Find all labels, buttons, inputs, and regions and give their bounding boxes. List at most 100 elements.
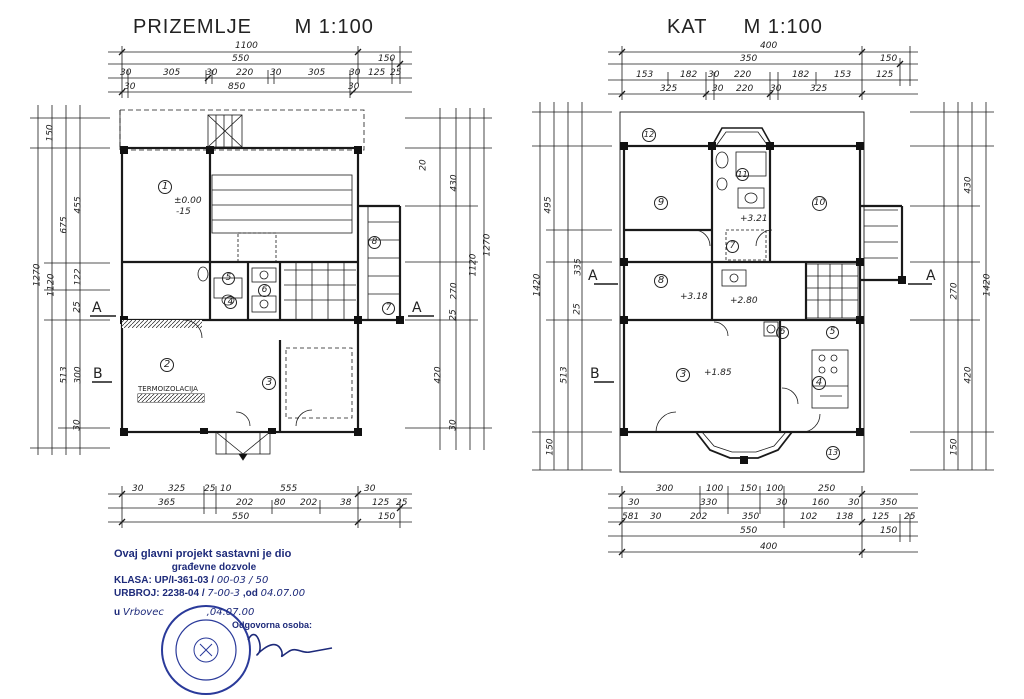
right-dim-bot-100a: 100 (706, 484, 724, 494)
right-dim-bot-400: 400 (760, 542, 778, 552)
left-rdim-430: 430 (449, 174, 460, 192)
stamp-klasa-value: 00-03 / 50 (216, 575, 269, 586)
left-dim-bot-25b: 25 (396, 498, 408, 508)
stamp-person-label: Odgovorna osoba: (232, 620, 313, 630)
left-rdim-1120: 1120 (468, 253, 479, 277)
left-dim-side-1120: 1120 (46, 273, 57, 297)
right-dim-bot-138: 138 (836, 512, 854, 522)
right-dim-bot-160: 160 (812, 498, 830, 508)
signature (247, 633, 333, 658)
right-dim-top-30c: 30 (770, 84, 782, 94)
right-room-6: 6 (776, 326, 789, 339)
right-rdim-430: 430 (963, 176, 974, 194)
right-plan-scale: M 1:100 (743, 16, 823, 38)
right-dim-bot-350b: 350 (742, 512, 760, 522)
right-dim-top-30a: 30 (708, 70, 720, 80)
left-entrance-stairs (207, 114, 353, 263)
right-level-321: +3.21 (740, 214, 768, 224)
stamp-klasa: KLASA: UP/I-361-03 / 00-03 / 50 (114, 574, 334, 587)
left-dim-bot-80: 80 (274, 498, 286, 508)
right-dim-top-220b: 220 (736, 84, 754, 94)
left-rdim-1270: 1270 (482, 233, 493, 257)
right-room-8: 8 (654, 274, 668, 288)
right-dim-bot-30c: 30 (848, 498, 860, 508)
right-room-10: 10 (812, 196, 827, 211)
right-dim-top-153b: 153 (834, 70, 852, 80)
left-termoizolacija: TERMOIZOLACIJA (138, 385, 198, 393)
right-dim-top-220a: 220 (734, 70, 752, 80)
left-dim-top-550: 550 (232, 54, 250, 64)
right-room-3: 3 (676, 368, 690, 382)
right-right-dimensions (910, 102, 994, 471)
right-section-a-right: A (926, 268, 936, 284)
left-right-dimensions (405, 108, 492, 450)
left-dim-top-150: 150 (378, 54, 396, 64)
left-dim-top-25: 25 (390, 68, 402, 78)
right-dim-top-400: 400 (760, 41, 778, 51)
stamp-line1: Ovaj glavni projekt sastavni je dio (114, 548, 292, 560)
left-dim-bot-202b: 202 (300, 498, 318, 508)
stamp-urbroj: URBROJ: 2238-04 / 7-00-3 ,od 04.07.00 (114, 587, 334, 600)
right-ldim-513: 513 (559, 366, 570, 384)
left-level-15: -15 (176, 207, 191, 217)
right-dim-top-125: 125 (876, 70, 894, 80)
left-plan-name: PRIZEMLJE (133, 16, 253, 38)
stamp-klasa-label: KLASA: UP/I-361-03 / (114, 575, 215, 586)
left-section-a-right: A (412, 300, 422, 316)
left-entry-steps (215, 431, 271, 461)
right-room-12: 12 (642, 128, 656, 142)
right-dim-bot-300: 300 (656, 484, 674, 494)
right-dim-bot-25: 25 (904, 512, 916, 522)
right-stairs (725, 209, 898, 319)
right-dim-bot-350: 350 (880, 498, 898, 508)
left-dim-side-675: 675 (59, 216, 70, 234)
left-dim-top-30d: 30 (349, 68, 361, 78)
right-wall-columns (620, 142, 906, 464)
stamp-od-value: 04.07.00 (260, 588, 306, 599)
left-room-1: 1 (158, 180, 172, 194)
left-section-b: B (93, 366, 103, 382)
right-dim-top-153a: 153 (636, 70, 654, 80)
right-dim-top-350: 350 (740, 54, 758, 64)
left-rdim-25: 25 (448, 309, 459, 321)
right-section-markers (594, 283, 932, 383)
left-dim-bot-30b: 30 (364, 484, 376, 494)
left-level-000: ±0.00 (174, 196, 202, 206)
right-ldim-25: 25 (572, 303, 583, 315)
left-doors (183, 319, 313, 427)
left-dim-top-30e: 30 (124, 82, 136, 92)
right-plan-name: KAT (667, 16, 708, 38)
left-rdim-270: 270 (449, 282, 460, 300)
left-dim-top-total: 1100 (235, 41, 258, 51)
right-ldim-495: 495 (543, 196, 554, 214)
right-dim-bot-330: 330 (700, 498, 718, 508)
right-dim-bot-100b: 100 (766, 484, 784, 494)
right-doors (655, 229, 821, 433)
stamp-line2: građevne dozvole (171, 562, 257, 573)
left-plan-title: PRIZEMLJE M 1:100 (133, 16, 374, 39)
left-dim-side-513: 513 (59, 366, 70, 384)
right-bottom-dimensions (608, 486, 918, 558)
left-dim-side-122: 122 (73, 268, 84, 286)
right-level-280: +2.80 (730, 296, 758, 306)
left-dim-bot-555: 555 (280, 484, 298, 494)
right-plan (532, 46, 994, 473)
left-room-3: 3 (262, 376, 276, 390)
left-room-5: 5 (222, 272, 235, 285)
left-dim-top-220: 220 (236, 68, 254, 78)
left-dim-top-125: 125 (368, 68, 386, 78)
left-wall-columns (120, 146, 404, 436)
right-ldim-150: 150 (545, 438, 556, 456)
left-dim-side-455: 455 (73, 196, 84, 214)
left-dim-top-850: 850 (228, 82, 246, 92)
left-dim-side-25: 25 (72, 301, 83, 313)
left-dim-bot-550: 550 (232, 512, 250, 522)
left-dim-top-30a: 30 (120, 68, 132, 78)
left-dim-side-1270: 1270 (32, 263, 43, 287)
right-dim-bot-125: 125 (872, 512, 890, 522)
right-level-318: +3.18 (680, 292, 708, 302)
left-dim-bot-202a: 202 (236, 498, 254, 508)
left-side-dimensions (30, 105, 110, 455)
